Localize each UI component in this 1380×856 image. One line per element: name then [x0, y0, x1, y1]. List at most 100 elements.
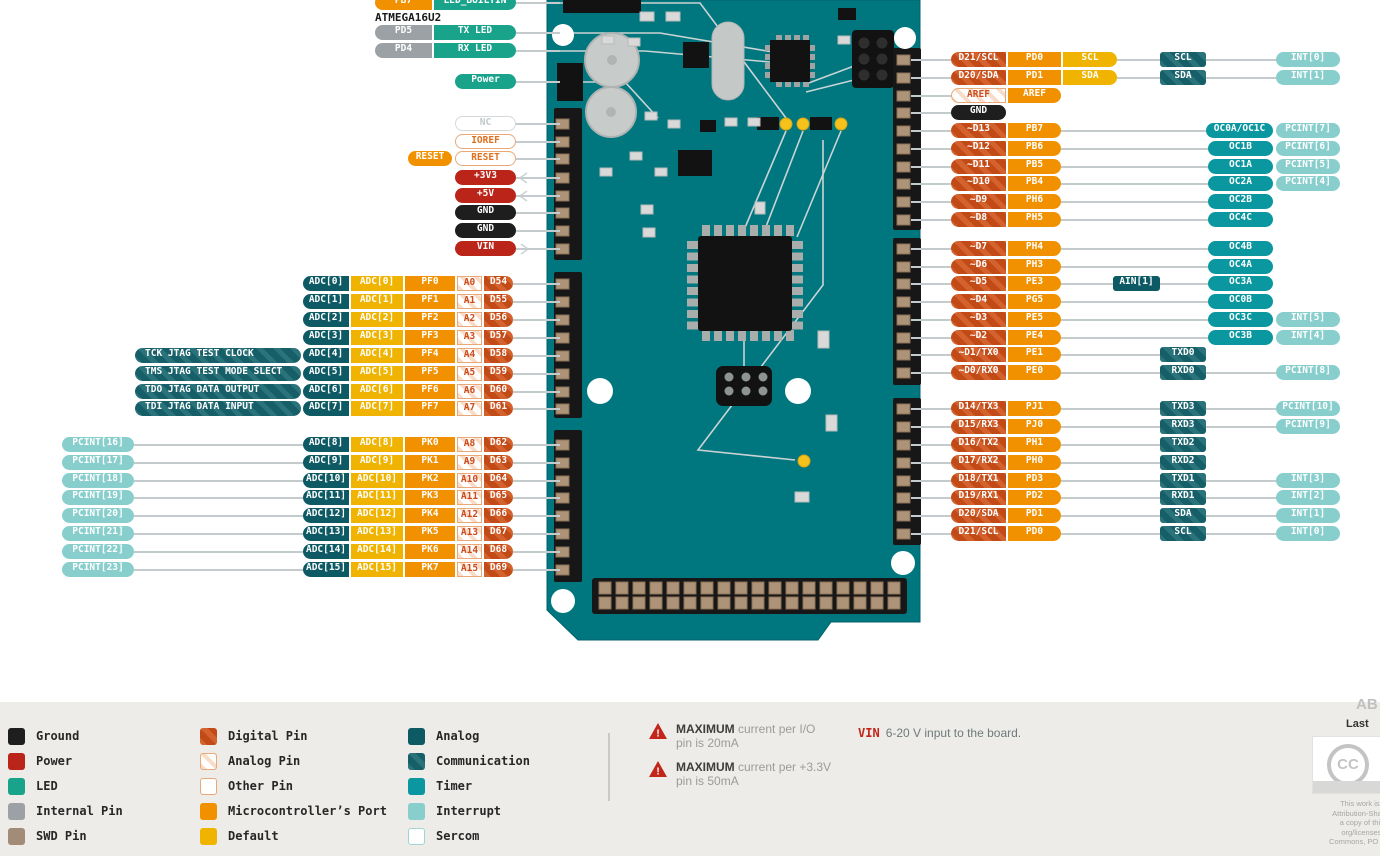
- legend-item-ground: Ground: [8, 727, 79, 745]
- pin-oc3b: OC3B: [1208, 330, 1273, 345]
- connector-line: [911, 112, 951, 114]
- pin-a1: A1: [457, 294, 482, 309]
- pin-pcint-19: PCINT[19]: [62, 490, 134, 505]
- legend-swatch-analog: [408, 727, 425, 745]
- pin-adc-10: ADC[10]: [303, 473, 349, 488]
- pin-d56: D56: [484, 312, 513, 327]
- connector-line: [1061, 266, 1208, 268]
- legend-swatch-other: [200, 777, 217, 795]
- warning-icon: !: [649, 723, 667, 740]
- legend-swatch-apin: [200, 752, 217, 770]
- connector-line: [516, 81, 560, 83]
- pin-label-group: INT[0]: [1276, 526, 1340, 541]
- pin-int-0: INT[0]: [1276, 52, 1340, 67]
- connector-line: [516, 123, 560, 125]
- connector-line: [911, 354, 951, 356]
- legend-swatch-default: [200, 827, 217, 845]
- pin-label-group: RESET: [455, 151, 516, 166]
- pin-label-group: SCL: [1160, 526, 1206, 541]
- connector-line: [911, 515, 951, 517]
- pin-oc2b: OC2B: [1208, 194, 1273, 209]
- pin-label-group: PCINT[4]: [1276, 176, 1340, 191]
- pin-label-group: OC4A: [1208, 259, 1273, 274]
- connector-line: [1206, 480, 1276, 482]
- pin-pf5: PF5: [405, 366, 455, 381]
- pin-ph0: PH0: [1008, 455, 1061, 470]
- pin-d58: D58: [484, 348, 513, 363]
- pin-pj1: PJ1: [1008, 401, 1061, 416]
- legend-label: Analog Pin: [228, 754, 301, 768]
- legend-swatch-swd: [8, 827, 25, 845]
- legend-label: Default: [228, 829, 279, 843]
- pin-label-group: INT[4]: [1276, 330, 1340, 345]
- pin-aref: AREF: [1008, 88, 1061, 103]
- pin-adc-5: ADC[5]: [351, 366, 403, 381]
- svg-text:!: !: [656, 729, 659, 740]
- connector-line: [1061, 319, 1208, 321]
- pin-adc-0: ADC[0]: [303, 276, 349, 291]
- pin-5v: +5V: [455, 188, 516, 203]
- pin-rxd1: RXD1: [1160, 490, 1206, 505]
- legend-label: Sercom: [436, 829, 480, 843]
- pin-d15-rx3: D15/RX3: [951, 419, 1006, 434]
- connector-line: [911, 59, 951, 61]
- pin-a7: A7: [457, 401, 482, 416]
- legend-label: Internal Pin: [36, 804, 123, 818]
- pin-int-1: INT[1]: [1276, 508, 1340, 523]
- pin-adc-14: ADC[14]: [351, 544, 403, 559]
- pin-adc-9: ADC[9]: [303, 455, 349, 470]
- connector-line: [1117, 77, 1160, 79]
- legend-item-other-pin: Other Pin: [200, 777, 293, 795]
- pin-pk7: PK7: [405, 562, 455, 577]
- connector-line: [911, 166, 951, 168]
- pin-d18-tx1: D18/TX1: [951, 473, 1006, 488]
- connector-line: [911, 462, 951, 464]
- connector-line: [1117, 59, 1160, 61]
- pin-adc-15: ADC[15]: [351, 562, 403, 577]
- connector-line: [911, 283, 951, 285]
- legend-label: Interrupt: [436, 804, 502, 818]
- connector-line: [513, 355, 560, 357]
- pin-adc-2: ADC[2]: [303, 312, 349, 327]
- pin-adc-3: ADC[3]: [351, 330, 403, 345]
- atmega16u2-label: ATMEGA16U2: [375, 11, 442, 24]
- pin-pcint-5: PCINT[5]: [1276, 159, 1340, 174]
- pin-d21-scl: D21/SCL: [951, 52, 1006, 67]
- pin-d8: ~D8: [951, 212, 1006, 227]
- connector-line: [516, 32, 560, 34]
- warning-icon: !: [649, 761, 667, 778]
- pin-tdo-jtag-data-output: TDO JTAG DATA OUTPUT: [135, 384, 301, 399]
- legend-item-internal-pin: Internal Pin: [8, 802, 123, 820]
- pin-pcint-23: PCINT[23]: [62, 562, 134, 577]
- pin-label-group: Power: [455, 74, 516, 89]
- pin-ph4: PH4: [1008, 241, 1061, 256]
- pin-adc-7: ADC[7]: [351, 401, 403, 416]
- pin-pf0: PF0: [405, 276, 455, 291]
- legend-item-analog-pin: Analog Pin: [200, 752, 300, 770]
- pin-reset: RESET: [408, 151, 452, 166]
- pin-aref: AREF: [951, 88, 1006, 103]
- pin-pf1: PF1: [405, 294, 455, 309]
- pin-a9: A9: [457, 455, 482, 470]
- pin-label-group: +3V3: [455, 170, 516, 185]
- pin-oc2a: OC2A: [1208, 176, 1273, 191]
- pin-ph6: PH6: [1008, 194, 1061, 209]
- pin-adc-14: ADC[14]: [303, 544, 349, 559]
- connector-line: [1061, 515, 1160, 517]
- pin-pcint-18: PCINT[18]: [62, 473, 134, 488]
- pin-d66: D66: [484, 508, 513, 523]
- pin-tdi-jtag-data-input: TDI JTAG DATA INPUT: [135, 401, 301, 416]
- legend-item-communication: Communication: [408, 752, 530, 770]
- pin-d9: ~D9: [951, 194, 1006, 209]
- pin-oc4b: OC4B: [1208, 241, 1273, 256]
- connector-line: [1206, 372, 1276, 374]
